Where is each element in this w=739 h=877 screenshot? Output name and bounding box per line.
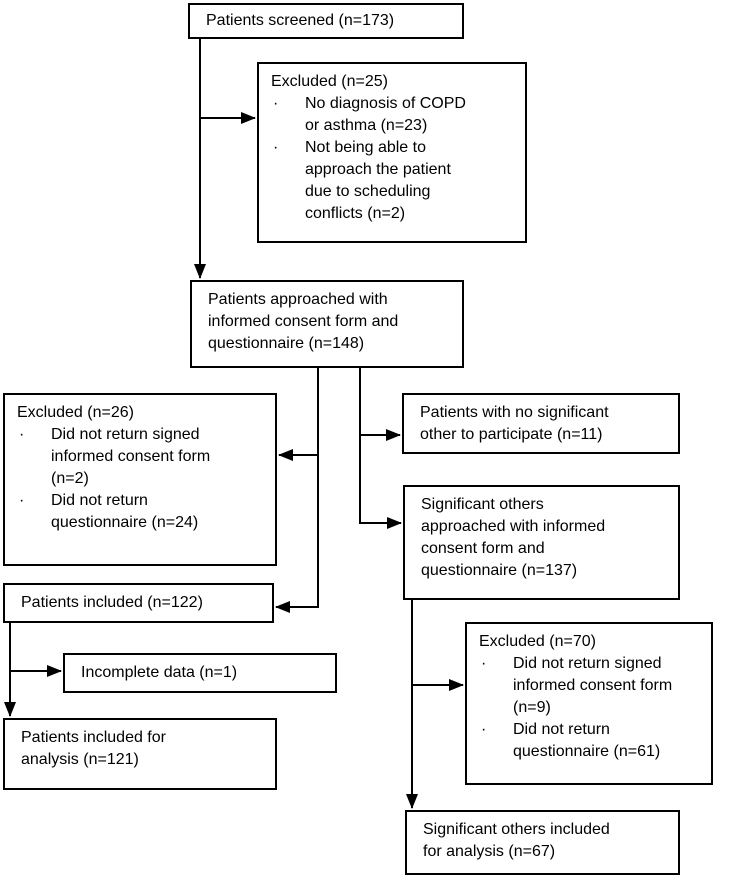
bullet-dot: · (273, 95, 279, 112)
bullet-text: Not being able to approach the patient d… (305, 139, 451, 222)
box-excluded-patients: Excluded (n=26) · Did not return signed … (3, 393, 277, 566)
bullet-text: Did not return questionnaire (n=24) (51, 492, 199, 531)
bullet-text: No diagnosis of COPD or asthma (n=23) (305, 95, 466, 134)
box-excluded-so: Excluded (n=70) · Did not return signed … (465, 622, 713, 785)
bullet-dot: · (19, 426, 25, 443)
bullet-item: · Not being able to approach the patient… (259, 137, 525, 225)
box-so-approached-label: Significant others approached with infor… (421, 496, 606, 579)
bullet-dot: · (19, 492, 25, 509)
bullet-item: · Did not return signed informed consent… (467, 653, 711, 719)
box-patients-included: Patients included (n=122) (3, 583, 274, 623)
box-no-significant-other: Patients with no significant other to pa… (402, 393, 680, 454)
box-patients-screened: Patients screened (n=173) (188, 3, 464, 39)
bullet-item: · Did not return questionnaire (n=61) (467, 719, 711, 763)
box-patients-screened-label: Patients screened (n=173) (206, 12, 395, 29)
box-so-analysis-label: Significant others included for analysis… (423, 821, 610, 860)
bullet-dot: · (481, 655, 487, 672)
box-patients-approached: Patients approached with informed consen… (190, 280, 464, 368)
box-no-significant-other-label: Patients with no significant other to pa… (420, 403, 609, 443)
box-patients-included-label: Patients included (n=122) (21, 594, 203, 611)
box-excluded-so-title: Excluded (n=70) (479, 633, 596, 650)
box-excluded-screening: Excluded (n=25) · No diagnosis of COPD o… (257, 62, 527, 243)
box-excluded-patients-title: Excluded (n=26) (17, 404, 134, 421)
box-so-analysis: Significant others included for analysis… (405, 810, 680, 875)
bullet-text: Did not return signed informed consent f… (51, 426, 211, 487)
bullet-item: · Did not return signed informed consent… (5, 424, 275, 490)
box-patients-approached-label: Patients approached with informed consen… (208, 291, 399, 352)
box-patients-analysis-label: Patients included for analysis (n=121) (21, 729, 166, 768)
bullet-dot: · (481, 721, 487, 738)
bullet-text: Did not return questionnaire (n=61) (513, 721, 661, 760)
box-excluded-screening-title: Excluded (n=25) (271, 73, 388, 90)
bullet-dot: · (273, 139, 279, 156)
box-incomplete-data-label: Incomplete data (n=1) (81, 664, 238, 681)
bullet-text: Did not return signed informed consent f… (513, 655, 673, 716)
bullet-item: · Did not return questionnaire (n=24) (5, 490, 275, 534)
box-so-approached: Significant others approached with infor… (403, 485, 680, 600)
box-patients-analysis: Patients included for analysis (n=121) (3, 718, 277, 790)
box-incomplete-data: Incomplete data (n=1) (63, 653, 337, 693)
bullet-item: · No diagnosis of COPD or asthma (n=23) (259, 93, 525, 137)
